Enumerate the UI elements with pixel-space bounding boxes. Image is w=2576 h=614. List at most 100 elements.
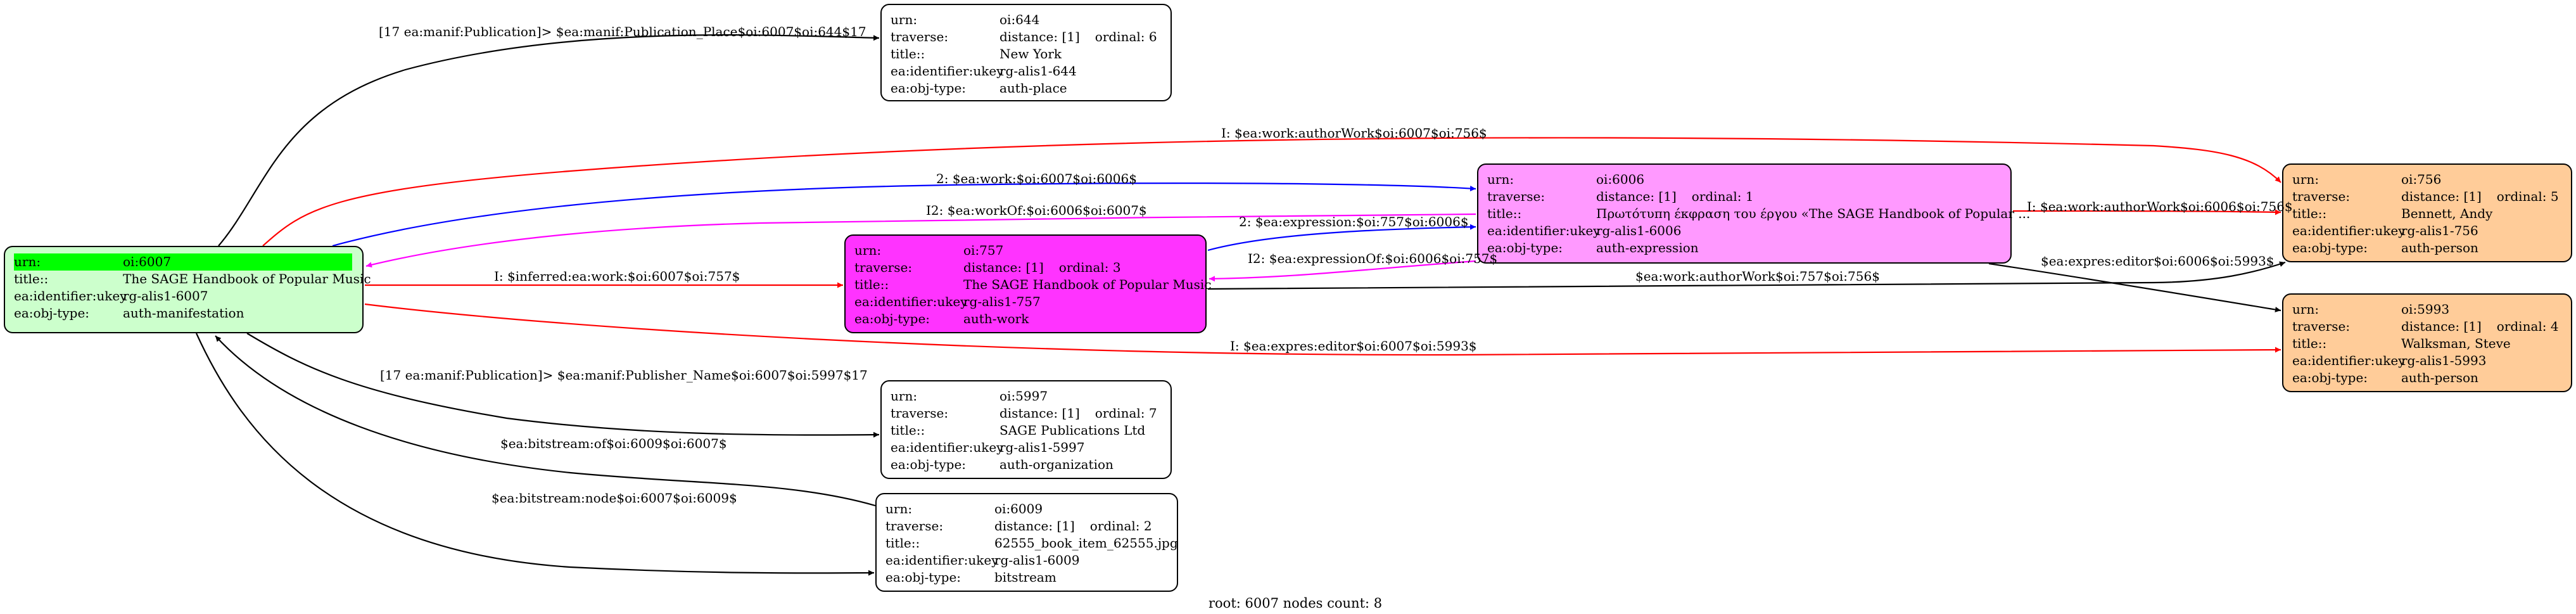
field-value: distance: [1]	[2401, 319, 2482, 334]
field-value: oi:757	[963, 243, 1004, 258]
node-row: ea:obj-type: auth-expression	[1487, 240, 2010, 257]
edge-6007-5993	[364, 303, 2281, 356]
field-value: rg-alis1-6006	[1596, 223, 1682, 238]
field-key: ea:identifier:ukey	[2292, 223, 2406, 238]
node-row: urn:oi:6009	[885, 501, 1177, 518]
field-key: ea:obj-type:	[891, 457, 967, 472]
field-key: urn:	[854, 243, 882, 258]
node-row: ea:obj-type:bitstream	[885, 569, 1177, 586]
field-key: traverse:	[2292, 189, 2351, 204]
field-key: title::	[2292, 336, 2327, 351]
field-value: oi:644	[999, 12, 1040, 27]
edge-label-6007-5997: [17 ea:manif:Publication]> $ea:manif:Pub…	[380, 368, 868, 383]
node-row: title::Πρωτότυπη έκφραση του έργου «The …	[1487, 205, 2030, 222]
node-row: ea:obj-type:auth-work	[854, 310, 1205, 328]
node-row: urn: oi:644	[891, 11, 1171, 29]
edge-6006-756	[2012, 209, 2281, 215]
field-value: oi:5997	[999, 388, 1048, 404]
node-row: traverse:distance: [1]ordinal: 2	[885, 518, 1177, 535]
edge-label-6006-5993: $ea:expres:editor$oi:6006$oi:5993$	[2041, 253, 2275, 269]
node-row: title::New York	[891, 46, 1171, 63]
field-key: title::	[885, 535, 920, 551]
ordinal-value: ordinal: 4	[2496, 319, 2559, 334]
node-row: traverse:distance: [1]ordinal: 6	[891, 29, 1171, 46]
edge-label-6009-6007: $ea:bitstream:of$oi:6009$oi:6007$	[500, 436, 727, 451]
field-key: ea:identifier:ukey	[1487, 223, 1601, 238]
field-value: auth-expression	[1596, 240, 1699, 255]
node-row: urn:oi:5997	[891, 388, 1171, 405]
ordinal-value: ordinal: 7	[1094, 406, 1157, 421]
field-key: ea:obj-type:	[891, 80, 967, 96]
field-value: auth-work	[963, 311, 1029, 326]
ordinal-value: ordinal: 2	[1089, 518, 1152, 534]
edge-6007-6009	[195, 333, 875, 576]
field-value: rg-alis1-757	[963, 294, 1041, 309]
field-value: auth-manifestation	[123, 305, 244, 321]
field-value: rg-alis1-5993	[2401, 353, 2487, 368]
field-value: Walksman, Steve	[2401, 336, 2511, 351]
field-key: title::	[891, 423, 925, 438]
field-key: traverse:	[891, 406, 949, 421]
field-value: The SAGE Handbook of Popular Music	[963, 277, 1212, 292]
field-key: traverse:	[885, 518, 944, 534]
node-row: urn:oi:5993	[2292, 301, 2571, 318]
field-key: urn:	[885, 501, 913, 516]
field-key: urn:	[14, 254, 41, 269]
node-row: title::The SAGE Handbook of Popular Musi…	[854, 276, 1212, 293]
field-value: rg-alis1-5997	[999, 440, 1085, 455]
field-key: ea:identifier:ukey	[854, 294, 968, 309]
field-value: The SAGE Handbook of Popular Music	[123, 271, 371, 286]
field-key: traverse:	[1487, 189, 1545, 204]
node-row: title::62555_book_item_62555.jpg	[885, 535, 1178, 552]
edge-6007-644	[218, 34, 880, 246]
field-value: rg-alis1-6007	[123, 288, 208, 304]
edge-6006-6007	[365, 213, 1476, 268]
field-key: ea:obj-type:	[1487, 240, 1563, 255]
root-footer: root: 6007 nodes count: 8	[1209, 596, 1383, 611]
field-value: SAGE Publications Ltd	[999, 423, 1146, 438]
field-value: Bennett, Andy	[2401, 206, 2493, 221]
node-row: title::The SAGE Handbook of Popular Musi…	[14, 271, 371, 288]
ordinal-value: ordinal: 3	[1058, 260, 1121, 275]
ordinal-value: ordinal: 6	[1094, 29, 1157, 44]
node-row: ea:obj-type:auth-person	[2292, 369, 2571, 387]
edge-757-756	[1207, 261, 2286, 290]
field-key: ea:obj-type:	[14, 305, 90, 321]
edge-6007-5997	[246, 333, 880, 438]
field-key: title::	[1487, 206, 1522, 221]
edge-label-6006-6007: I2: $ea:workOf:$oi:6006$oi:6007$	[926, 203, 1147, 218]
field-value: oi:5993	[2401, 302, 2450, 317]
field-value: oi:6006	[1596, 172, 1645, 187]
field-key: urn:	[1487, 172, 1514, 187]
field-value: rg-alis1-756	[2401, 223, 2478, 238]
edge-label-6007-644: [17 ea:manif:Publication]> $ea:manif:Pub…	[379, 24, 866, 39]
edge-6007-6006	[332, 182, 1476, 247]
field-value: oi:6007	[123, 254, 172, 269]
node-row: urn: oi:6006	[1487, 171, 2010, 188]
edge-6006-5993	[1988, 262, 2281, 312]
edge-label-6007-5993: I: $ea:expres:editor$oi:6007$oi:5993$	[1230, 338, 1477, 354]
field-value: distance: [1]	[963, 260, 1044, 275]
field-value: auth-organization	[999, 457, 1114, 472]
edge-6007-756	[262, 137, 2281, 246]
node-oi-644[interactable]: urn: oi:644 traverse:distance: [1]ordinal:…	[880, 4, 1172, 101]
field-key: ea:obj-type:	[2292, 370, 2368, 385]
field-value: New York	[999, 46, 1062, 61]
field-key: urn:	[891, 12, 918, 27]
field-value: auth-person	[2401, 240, 2478, 255]
field-key: title::	[854, 277, 889, 292]
